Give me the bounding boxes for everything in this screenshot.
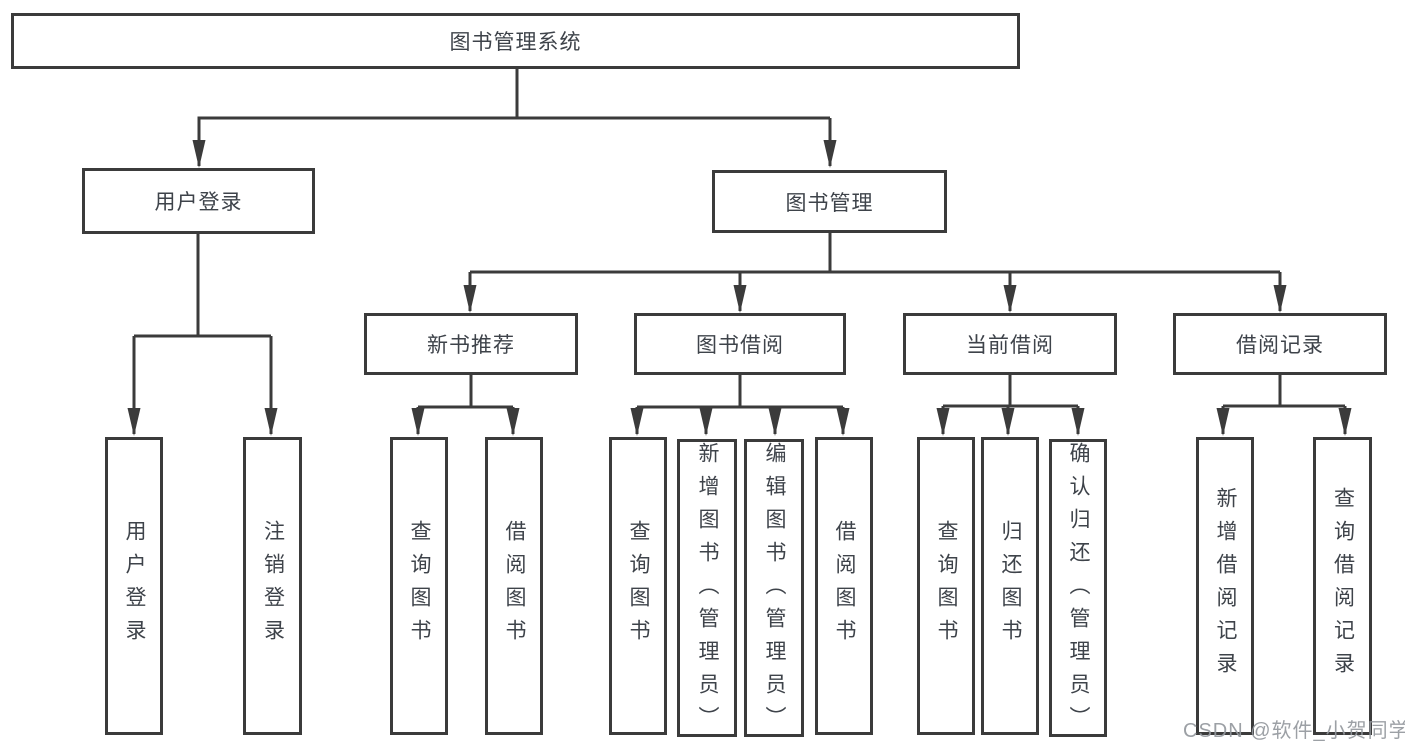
- leaf-recommend-borrow-books: 借阅图书: [485, 437, 543, 735]
- leaf-current-confirm-return-admin: 确认归还（管理员）: [1049, 439, 1107, 739]
- leaf-borrow-query-books: 查询图书: [609, 437, 667, 735]
- leaf-records-add-record: 新增借阅记录: [1196, 437, 1254, 735]
- connector-records-trunk: [1223, 375, 1345, 408]
- connector-book-trunk: [470, 233, 1280, 274]
- connector-current-trunk: [943, 375, 1078, 408]
- node-root-system: 图书管理系统: [11, 13, 1020, 69]
- leaf-recommend-query-books: 查询图书: [390, 437, 448, 735]
- csdn-watermark: CSDN @软件_小贺同学: [1183, 720, 1405, 742]
- connector-root-trunk: [197, 69, 830, 120]
- leaf-current-return-books: 归还图书: [981, 437, 1039, 735]
- node-user-login: 用户登录: [82, 168, 315, 234]
- connector-user-trunk: [134, 234, 271, 338]
- leaf-current-query-books: 查询图书: [917, 437, 975, 735]
- node-current-borrow: 当前借阅: [903, 313, 1117, 375]
- node-book-borrow: 图书借阅: [634, 313, 846, 375]
- node-new-book-recommend: 新书推荐: [364, 313, 578, 375]
- leaf-logout: 注销登录: [243, 437, 302, 735]
- connector-borrow-trunk: [637, 375, 843, 409]
- leaf-borrow-borrow-books: 借阅图书: [815, 437, 873, 735]
- leaf-borrow-edit-books-admin: 编辑图书（管理员）: [744, 439, 804, 739]
- leaf-user-login: 用户登录: [105, 437, 163, 735]
- leaf-records-query-record: 查询借阅记录: [1313, 437, 1372, 735]
- node-borrow-records: 借阅记录: [1173, 313, 1387, 375]
- connector-recommend-trunk: [418, 375, 513, 409]
- leaf-borrow-add-books-admin: 新增图书（管理员）: [677, 439, 737, 739]
- node-book-management: 图书管理: [712, 170, 947, 233]
